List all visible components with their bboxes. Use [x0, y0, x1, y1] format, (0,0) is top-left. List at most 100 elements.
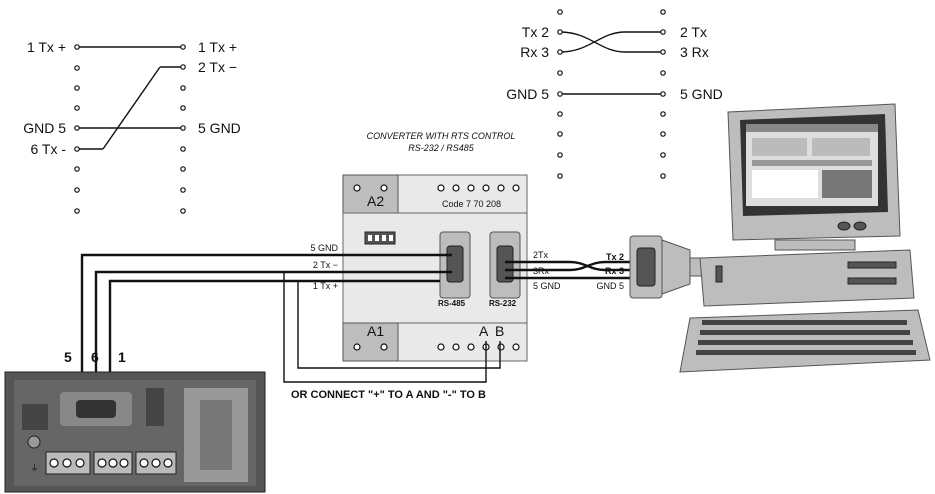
pc-pin-label-rx: Rx 3 [520, 44, 549, 60]
instrument-right-block [146, 388, 164, 426]
conv-pin-label-gnd: 5 GND [680, 86, 723, 102]
screw-icon [353, 184, 361, 192]
screw-icon [353, 343, 361, 351]
ground-screw-icon [27, 435, 41, 449]
rs232-port-socket [496, 245, 514, 283]
left-pinout: 1 Tx + GND 5 6 Tx - 1 Tx + 2 Tx − 5 GND [23, 39, 241, 214]
screw-icon [467, 343, 475, 351]
wire-tx-minus-diagonal [102, 66, 161, 150]
keyboard-key-row [702, 320, 907, 325]
ground-symbol-icon: ⏚ [30, 463, 39, 473]
dip-switch-slot [375, 235, 379, 241]
dip-switch-slot [368, 235, 372, 241]
screw-icon [139, 458, 149, 468]
monitor-stand [774, 239, 856, 251]
keyboard-key-row [700, 330, 910, 335]
right-pin-label-gnd: 5 GND [198, 120, 241, 136]
screw-icon [497, 184, 505, 192]
dip-switch [364, 231, 396, 245]
pin-dot [557, 131, 563, 137]
screw-icon [467, 184, 475, 192]
screw-icon [119, 458, 129, 468]
pin-dot [74, 166, 80, 172]
pin-dot [557, 173, 563, 179]
pin-dot [660, 91, 666, 97]
pin-dot [180, 64, 186, 70]
left-pin-label-6: 6 Tx - [30, 141, 66, 157]
pin-dot [180, 105, 186, 111]
cable-tx-minus [94, 270, 452, 408]
pc-pin-label-gnd: GND 5 [506, 86, 549, 102]
wire-tx-rx-cross-2 [559, 31, 663, 53]
pin-dot [557, 29, 563, 35]
pc-connector: Tx 2 Rx 3 GND 5 [596, 235, 703, 299]
wire-label-gnd-right: 5 GND [533, 281, 561, 291]
instrument-to-converter-cables [80, 253, 501, 408]
screw-icon [437, 184, 445, 192]
pin-dot [557, 70, 563, 76]
cable-loop-to-b [297, 281, 501, 369]
computer [679, 103, 931, 373]
screw-icon [62, 458, 72, 468]
wire-tx-rx-cross-1 [559, 31, 663, 53]
rs485-port-socket [446, 245, 464, 283]
pin-dot [74, 208, 80, 214]
pin-dot [180, 125, 186, 131]
conv-pin-label-rx: 3 Rx [680, 44, 709, 60]
screw-icon [452, 184, 460, 192]
terminal-b-label: B [495, 323, 504, 339]
left-pin-label-1: 1 Tx + [27, 39, 66, 55]
dip-switch-slot [382, 235, 386, 241]
converter-bottom-left-block [342, 322, 399, 362]
pc-connector-label-tx: Tx 2 [606, 252, 624, 262]
connection-note: OR CONNECT "+" TO A AND "-" TO B [291, 389, 486, 401]
converter-label-a1: A1 [367, 323, 384, 339]
dip-switch-slot [389, 235, 393, 241]
screw-icon [497, 343, 505, 351]
pin-dot [180, 44, 186, 50]
screw-icon [163, 458, 173, 468]
converter-code-label: Code 7 70 208 [442, 199, 501, 209]
instrument: 5 6 1 ⏚ [4, 349, 266, 493]
pc-connector-label-rx: Rx 3 [605, 266, 624, 276]
pc-pin-label-tx: Tx 2 [522, 24, 549, 40]
wire-label-tx-plus-left: 1 Tx + [313, 281, 338, 291]
right-pinout-connections [559, 31, 663, 95]
converter-title-line2: RS-232 / RS485 [408, 143, 475, 153]
screen-panel [812, 138, 870, 156]
wire-label-tx-minus-left: 2 Tx − [313, 260, 338, 270]
db9-connector-socket [636, 247, 656, 287]
cable-tx-plus [108, 279, 440, 408]
screw-icon [437, 343, 445, 351]
left-pin-label-gnd: GND 5 [23, 120, 66, 136]
screen-content [752, 170, 818, 198]
pc-connector-label-gnd: GND 5 [596, 281, 624, 291]
converter-top-screws [353, 184, 520, 192]
instrument-side-panel-inner [200, 400, 232, 470]
instrument-pin-1: 1 [118, 349, 126, 365]
right-pinout-dots [557, 9, 666, 179]
pin-dot [660, 152, 666, 158]
left-pinout-connections [77, 46, 183, 150]
pin-dot [180, 85, 186, 91]
terminal-screws [49, 458, 173, 468]
screw-icon [482, 184, 490, 192]
pin-dot [74, 146, 80, 152]
converter-top-left-block [342, 174, 399, 214]
monitor-button-icon [853, 221, 867, 231]
keyboard-keys [696, 320, 916, 355]
cable-rx-pc [505, 260, 645, 272]
conv-pin-label-tx: 2 Tx [680, 24, 707, 40]
screw-icon [380, 184, 388, 192]
screw-icon [151, 458, 161, 468]
cable-loop-to-a [283, 272, 487, 383]
left-pinout-dots [74, 44, 186, 214]
pin-dot [74, 105, 80, 111]
pin-dot [74, 44, 80, 50]
instrument-pin-5: 5 [64, 349, 72, 365]
converter-title-line1: CONVERTER WITH RTS CONTROL [367, 131, 516, 141]
instrument-pin-6: 6 [91, 349, 99, 365]
screen-toolbar [752, 160, 872, 166]
converter-label-a2: A2 [367, 193, 384, 209]
